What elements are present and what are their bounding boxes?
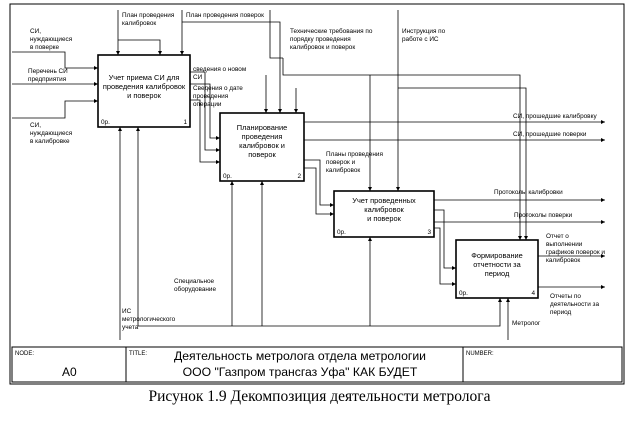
diagram-frame [9, 3, 625, 385]
activity-box-4: Формирование отчетности за период 0р. 4 [455, 239, 539, 299]
label-si-calibrated: СИ, прошедшие калибровку [513, 112, 597, 120]
label-plans-1: Планы проведения [326, 151, 383, 158]
label-si-verification-2: нуждающиеся [30, 36, 73, 43]
label-operation-date-3: операции [193, 101, 222, 108]
box-2-title-line-1: Планирование [237, 123, 287, 132]
box-2-title-line-4: поверок [248, 150, 276, 159]
label-operation-date-2: проведения [193, 93, 229, 100]
footer-title-label: TITLE: [129, 351, 147, 357]
label-instruction-2: работе с ИС [402, 35, 439, 43]
label-tech-requirements-2: порядку проведения [290, 36, 351, 43]
label-plan-verification: План проведения поверок [186, 12, 264, 19]
box-2-number: 2 [297, 173, 301, 180]
label-tech-requirements-3: калибровок и поверок [290, 43, 355, 51]
control-labels: План проведения калибровок План проведен… [122, 12, 446, 51]
label-is-3: учета [122, 324, 139, 331]
box-2-cost: 0р. [223, 173, 232, 180]
label-si-list-1: Перечень СИ [28, 68, 68, 75]
box-3-title-line-2: калибровок [364, 205, 404, 214]
label-metrologist: Метролог [512, 320, 541, 327]
label-equipment-2: оборудование [174, 285, 216, 293]
label-new-si-info-2: СИ [193, 74, 203, 81]
arrow-box3-to-box4-b [434, 227, 456, 286]
box-4-cost: 0р. [459, 290, 468, 297]
arrow-input-si-verification [12, 51, 98, 70]
flow-labels: сведения о новом СИ Сведения о дате пров… [193, 66, 383, 174]
label-period-report-2: деятельности за [550, 301, 599, 308]
arrow-instruction-to-box4 [398, 87, 528, 240]
footer-number-label: NUMBER: [466, 351, 494, 357]
box-3-title-line-1: Учет проведенных [352, 196, 416, 205]
output-labels: СИ, прошедшие калибровку СИ, прошедшие п… [494, 112, 605, 316]
box-4-title-line-3: период [485, 269, 510, 278]
arrow-control-tech-requirements [269, 10, 520, 240]
footer-node-value: A0 [62, 365, 77, 379]
label-verification-protocols: Протоколы поверки [514, 212, 573, 219]
box-1-title-line-2: проведения калибровок [103, 82, 186, 91]
activity-box-1: Учет приема СИ для проведения калибровок… [97, 54, 191, 128]
box-1-title-line-1: Учет приема СИ для [109, 73, 180, 82]
label-si-calibration-1: СИ, [30, 122, 41, 129]
box-2-title-line-2: проведения [242, 132, 283, 141]
label-schedule-report-4: калибровок [546, 256, 580, 264]
box-3-cost: 0р. [337, 229, 346, 236]
label-plans-2: поверок и [326, 159, 356, 166]
box-1-cost: 0р. [101, 119, 110, 126]
arrows [12, 10, 605, 340]
arrow-plans-2 [304, 167, 334, 216]
activity-box-3: Учет проведенных калибровок и поверок 0р… [333, 190, 435, 238]
mechanism-labels: ИС метрологического учета Специальное об… [122, 278, 541, 331]
label-period-report-1: Отчеты по [550, 293, 581, 300]
arrow-control-plan-verification-2 [182, 21, 282, 113]
label-si-verification-1: СИ, [30, 28, 41, 35]
label-is-2: метрологического [122, 316, 176, 323]
label-si-verification-3: в поверке [30, 44, 59, 51]
box-4-title-line-2: отчетности за [473, 260, 521, 269]
label-plans-3: калибровок [326, 166, 360, 174]
arrow-control-calibration-split [118, 39, 162, 55]
label-si-calibration-2: нуждающиеся [30, 130, 73, 137]
arrow-operation-date [190, 99, 220, 164]
figure-caption: Рисунок 1.9 Декомпозиция деятельности ме… [148, 388, 491, 405]
label-si-calibration-3: в калибровке [30, 137, 70, 145]
box-2-title-line-3: калибровок и [239, 141, 285, 150]
box-1-number: 1 [183, 119, 187, 126]
box-4-number: 4 [531, 290, 535, 297]
label-period-report-3: период [550, 309, 572, 316]
label-plan-calibration-2: калибровок [122, 19, 156, 27]
arrow-mechanism-bus [138, 298, 502, 327]
activity-box-2: Планирование проведения калибровок и пов… [219, 112, 305, 182]
label-schedule-report-3: графиков поверок и [546, 249, 605, 256]
label-instruction-1: Инструкция по [402, 28, 446, 35]
box-4-title-line-1: Формирование [471, 251, 523, 260]
arrow-plans [304, 159, 334, 207]
input-labels: СИ, нуждающиеся в поверке Перечень СИ пр… [28, 28, 73, 145]
arrow-box3-to-box4-a [434, 209, 456, 270]
label-plan-calibration-1: План проведения [122, 12, 175, 19]
footer-title-line-2: ООО "Газпром трансгаз Уфа" КАК БУДЕТ [183, 365, 418, 379]
footer-node-label: NODE: [15, 351, 34, 357]
arrow-new-si-info [190, 71, 220, 152]
label-new-si-info-1: сведения о новом [193, 66, 246, 73]
label-equipment-1: Специальное [174, 278, 215, 285]
arrow-box1-to-box2-upper [190, 83, 220, 140]
box-3-number: 3 [427, 229, 431, 236]
diagram-footer: NODE: A0 TITLE: Деятельность метролога о… [11, 346, 623, 383]
label-tech-requirements-1: Технические требования по [290, 27, 373, 35]
label-schedule-report-1: Отчет о [546, 233, 569, 240]
label-is-1: ИС [122, 308, 132, 315]
box-1-title-line-3: и поверок [127, 91, 161, 100]
label-operation-date-1: Сведения о дате [193, 85, 243, 92]
box-3-title-line-3: и поверок [367, 214, 401, 223]
label-si-verified: СИ, прошедшие поверки [513, 131, 587, 138]
footer-title-line-1: Деятельность метролога отдела метрологии [174, 349, 426, 363]
label-si-list-2: предприятия [28, 76, 67, 83]
label-calibration-protocols: Протоколы калибровки [494, 188, 563, 196]
label-schedule-report-2: выполнении [546, 241, 583, 248]
arrow-input-si-calibration [12, 99, 98, 119]
